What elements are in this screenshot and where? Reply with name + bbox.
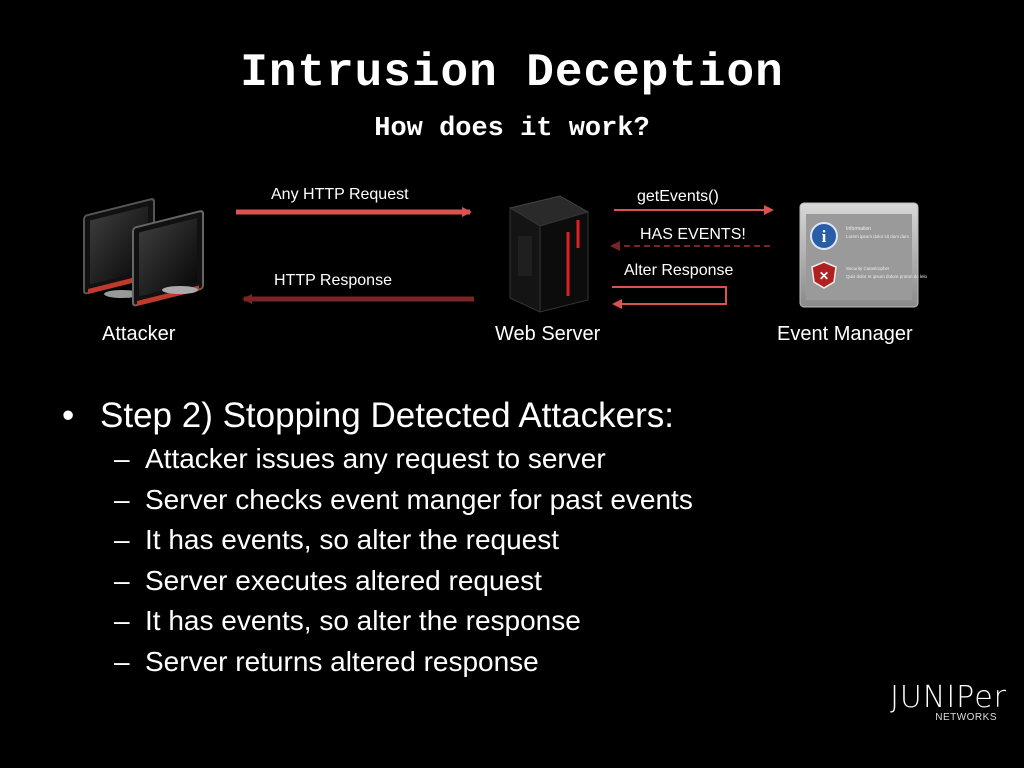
get-events-label: getEvents() (637, 188, 719, 205)
slide-title: Intrusion Deception (240, 47, 784, 99)
dash-icon: – (114, 483, 130, 515)
sub-bullet-text: Server executes altered request (145, 564, 542, 596)
attacker-monitors-icon (83, 198, 204, 307)
alter-response-label: Alter Response (624, 262, 734, 279)
juniper-logo: JUNIPer NETWORKS (862, 683, 1007, 725)
bullet-main: • Step 2) Stopping Detected Attackers: (62, 393, 962, 439)
sub-bullet: – Server checks event manger for past ev… (62, 480, 962, 521)
bullet-list: • Step 2) Stopping Detected Attackers: –… (62, 393, 962, 683)
sub-bullet: – Server executes altered request (62, 561, 962, 602)
sub-bullet: – Server returns altered response (62, 642, 962, 683)
flow-diagram: i ✕ Information Lorem ipsum dolor sit du… (83, 195, 928, 313)
http-response-label: HTTP Response (274, 272, 392, 289)
sub-bullet-text: Attacker issues any request to server (145, 443, 606, 474)
sub-bullet: – It has events, so alter the response (62, 601, 962, 642)
alter-response-arrow (612, 286, 727, 309)
dash-icon: – (114, 605, 130, 637)
bullet-main-text: Step 2) Stopping Detected Attackers: (100, 396, 674, 435)
sub-bullet: – It has events, so alter the request (62, 520, 962, 561)
dash-icon: – (114, 645, 130, 677)
security-title: Security Catastrophe! (846, 266, 889, 271)
info-title: Information (846, 226, 871, 232)
sub-bullet-text: It has events, so alter the request (145, 524, 560, 556)
logo-wordmark: JUNIPer (890, 680, 1007, 715)
dash-icon: – (114, 564, 130, 596)
attacker-label: Attacker (102, 323, 176, 345)
info-text: Lorem ipsum dolor sit dum dum (846, 234, 909, 239)
sub-bullet-text: Server checks event manger for past even… (145, 483, 693, 515)
event-manager-label: Event Manager (777, 323, 913, 345)
dash-icon: – (114, 443, 130, 474)
sub-bullet-text: Server returns altered response (145, 645, 539, 677)
info-icon (810, 222, 838, 250)
svg-text:i: i (822, 227, 827, 246)
logo-subtext: NETWORKS (935, 712, 997, 723)
web-server-label: Web Server (495, 323, 601, 345)
has-events-label: HAS EVENTS! (640, 226, 746, 243)
bullet-dot-icon: • (62, 396, 75, 435)
slide-subtitle: How does it work? (374, 114, 650, 144)
security-text: Quis dolor et ipsum dolore proton do lel… (846, 274, 928, 279)
web-server-icon (508, 195, 590, 313)
security-shield-icon (811, 261, 837, 289)
event-manager-icon: i ✕ Information Lorem ipsum dolor sit du… (799, 202, 928, 308)
sub-bullet-text: It has events, so alter the response (145, 605, 581, 637)
dash-icon: – (114, 524, 130, 556)
sub-bullet: – Attacker issues any request to server (62, 439, 962, 480)
any-http-request-label: Any HTTP Request (271, 186, 409, 203)
svg-text:✕: ✕ (819, 269, 829, 283)
